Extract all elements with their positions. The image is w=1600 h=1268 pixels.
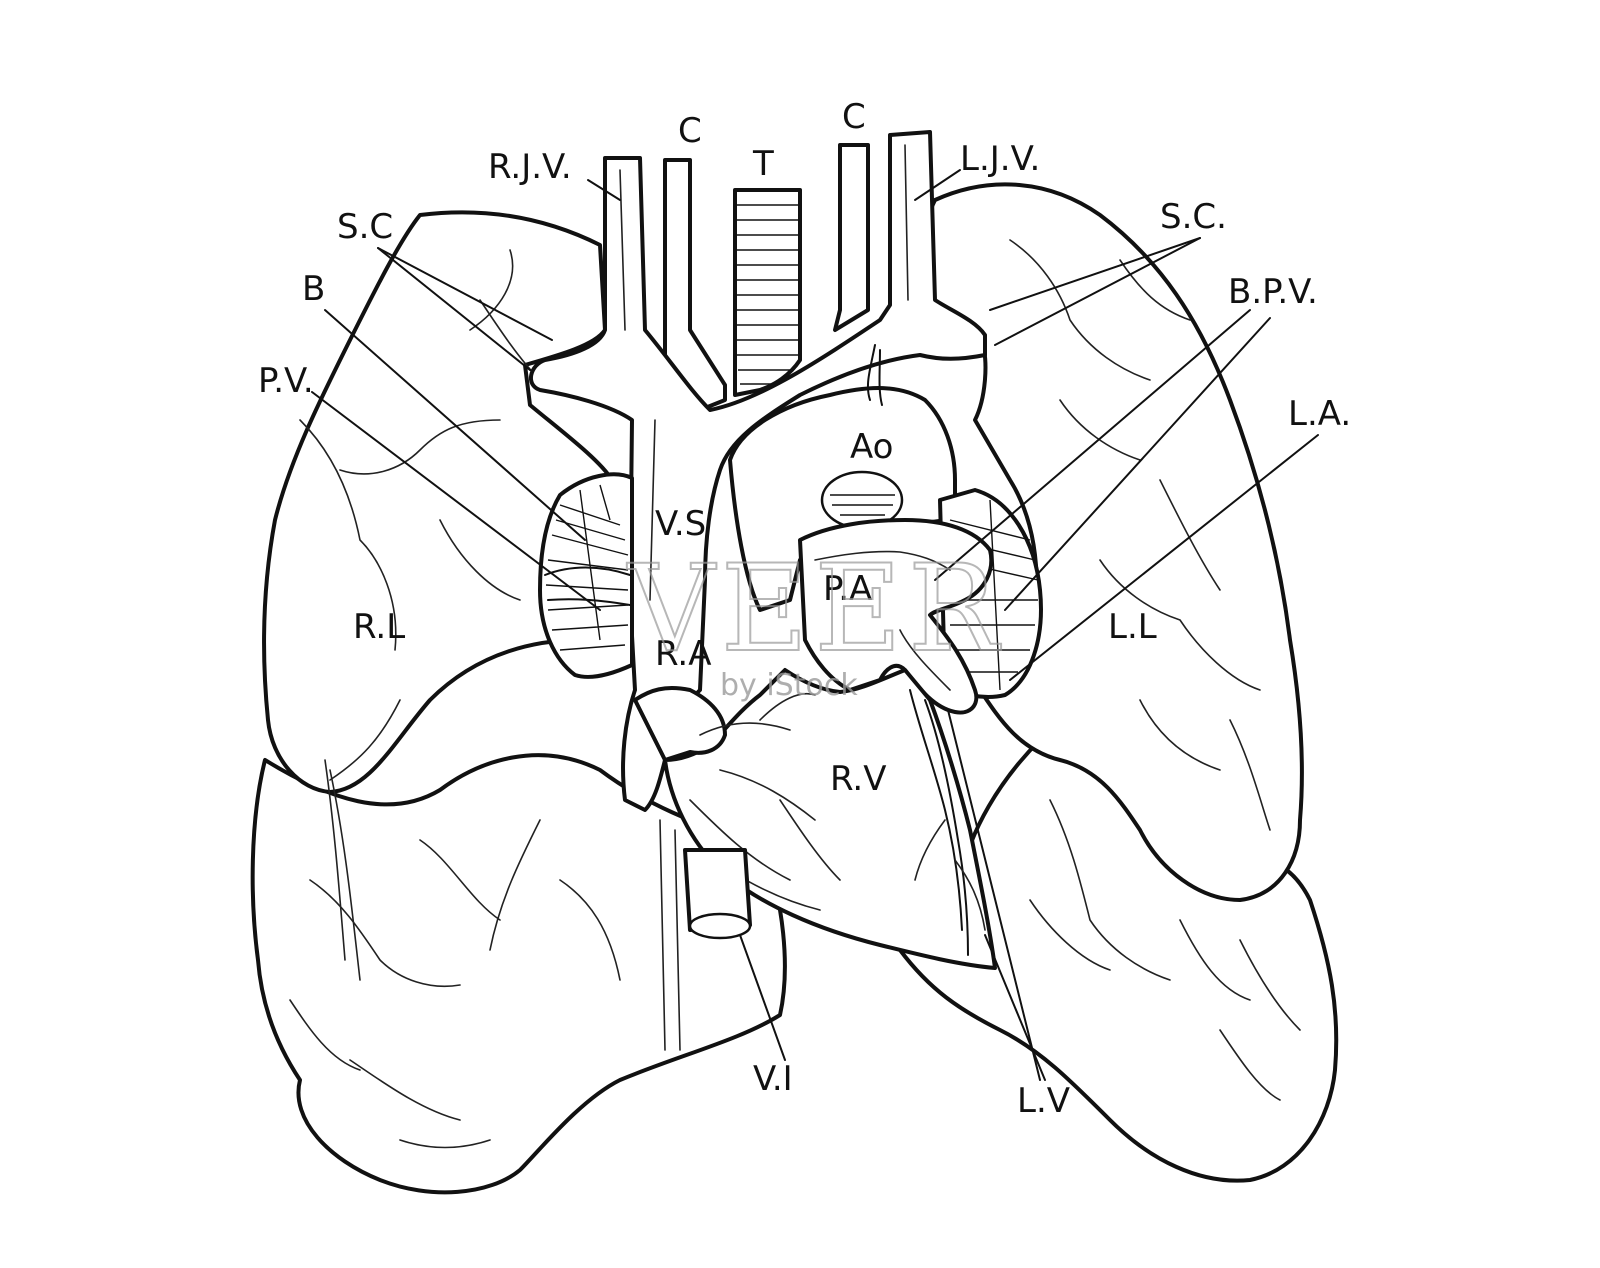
heart xyxy=(633,668,997,970)
leader-rjv xyxy=(587,179,621,201)
left-lung-vein xyxy=(1009,239,1271,831)
right-hilum-hatch xyxy=(545,484,629,651)
right-lung-vein xyxy=(299,249,541,781)
aorta-descending xyxy=(866,344,883,406)
watermark-logo: VEER xyxy=(626,540,1004,679)
labels: R.J.V. C T C L.J.V. S.C S.C. B B.P.V. P.… xyxy=(258,97,1351,1121)
vena-cava-shading xyxy=(619,144,909,601)
leader-ljv xyxy=(914,169,961,201)
right-lung-upper-lobe xyxy=(262,210,614,794)
inferior-vena-cava-opening xyxy=(688,912,752,940)
label-vs: V.S xyxy=(655,504,706,544)
label-ao: Ao xyxy=(850,427,893,467)
leader-lv-a xyxy=(947,709,1041,1081)
leader-sc-right-a xyxy=(989,237,1201,311)
coronary-vessel xyxy=(689,693,841,911)
right-lung-vein xyxy=(324,759,361,981)
left-lung-lower-lobe xyxy=(898,738,1339,1183)
heart-ventricles xyxy=(663,668,997,970)
label-ll: L.L xyxy=(1108,607,1157,647)
label-c-left: C xyxy=(678,111,702,151)
label-b: B xyxy=(302,269,325,309)
label-rl: R.L xyxy=(353,607,405,647)
label-ljv: L.J.V. xyxy=(960,139,1040,179)
pulmonary-artery-shading xyxy=(814,550,951,691)
label-vi: V.I xyxy=(753,1059,793,1099)
leader-sc-left-a xyxy=(377,247,553,341)
right-lung-vein xyxy=(289,819,621,1149)
trachea-ring xyxy=(735,204,800,385)
label-sc-right: S.C. xyxy=(1160,197,1227,237)
leader-sc-right-b xyxy=(994,237,1201,346)
right-atrium-appendage xyxy=(633,686,727,762)
label-c-right: C xyxy=(842,97,866,137)
leader-b xyxy=(324,309,586,541)
leader-bpv-a xyxy=(934,309,1251,581)
right-lung xyxy=(250,210,787,1195)
right-hilum xyxy=(538,472,634,679)
interventricular-groove xyxy=(909,689,969,956)
label-rjv: R.J.V. xyxy=(488,147,572,187)
pulmonary-artery xyxy=(798,518,994,715)
left-lung-upper-lobe xyxy=(917,182,1304,902)
left-hilum-hatch xyxy=(949,499,1039,691)
esophagus-shading xyxy=(659,819,681,1051)
leader-lv-b xyxy=(984,934,1046,1081)
watermark-caption: by iStock xyxy=(720,668,858,703)
leader-vi xyxy=(739,934,786,1061)
trachea-outline xyxy=(733,188,802,397)
watermark: VEER by iStock xyxy=(625,539,1004,703)
label-bpv: B.P.V. xyxy=(1228,272,1318,312)
label-lv: L.V xyxy=(1017,1081,1070,1121)
leader-pv xyxy=(311,391,601,611)
trachea xyxy=(733,188,802,397)
label-t: T xyxy=(752,144,774,184)
label-la: L.A. xyxy=(1288,394,1351,434)
left-lung xyxy=(898,182,1339,1183)
leader-bpv-b xyxy=(1004,317,1271,611)
label-pa: P.A xyxy=(823,569,872,609)
right-carotid xyxy=(833,143,870,332)
coronary-branch xyxy=(914,819,986,931)
leader-sc-left-b xyxy=(377,247,531,371)
aortic-arch-hatch xyxy=(830,494,895,516)
label-pv: P.V. xyxy=(258,361,314,401)
leader-la xyxy=(1009,434,1319,681)
leader-lines xyxy=(311,169,1319,1081)
superior-vena-cava xyxy=(529,130,987,812)
label-sc-left: S.C xyxy=(337,207,393,247)
left-lung-vein xyxy=(1029,799,1301,1101)
label-ra: R.A xyxy=(655,634,711,674)
label-rv: R.V xyxy=(830,759,886,799)
